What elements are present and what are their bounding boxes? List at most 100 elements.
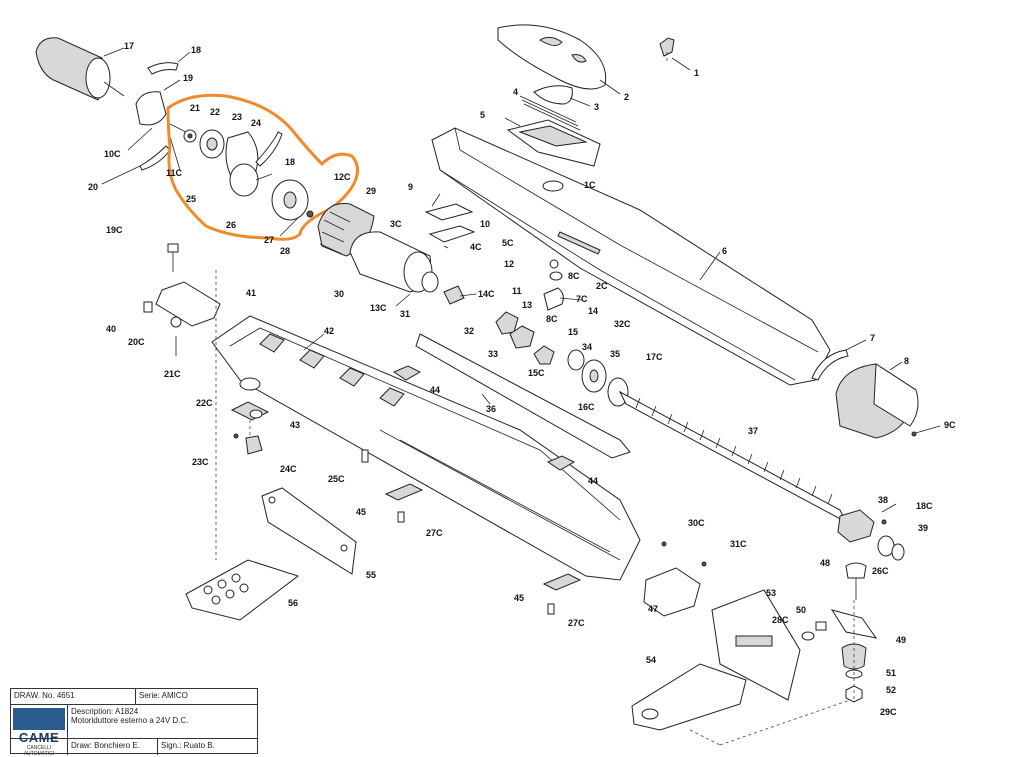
label-32c: 32C: [614, 319, 631, 329]
label-25: 25: [186, 194, 196, 204]
label-35: 35: [610, 349, 620, 359]
label-8: 8: [904, 356, 909, 366]
label-18c: 18C: [916, 501, 933, 511]
label-8c-b: 8C: [546, 314, 558, 324]
label-30c: 30C: [688, 518, 705, 528]
highlight-outline: [166, 93, 359, 241]
label-42: 42: [324, 326, 334, 336]
label-45a: 45: [356, 507, 366, 517]
label-21: 21: [190, 103, 200, 113]
label-25c: 25C: [328, 474, 345, 484]
label-23: 23: [232, 112, 242, 122]
part-25-26: [229, 163, 309, 221]
logo-subtitle: CANCELLI AUTOMATICI: [23, 745, 55, 757]
part-21-22: [169, 123, 197, 143]
label-16c: 16C: [578, 402, 595, 412]
label-12c: 12C: [334, 172, 351, 182]
label-1: 1: [694, 68, 699, 78]
logo-text: CAME: [18, 730, 60, 745]
part-23c-24c: [233, 420, 263, 455]
description-label: Description: A1824: [71, 707, 139, 716]
label-4: 4: [513, 87, 518, 97]
label-2c: 2C: [596, 281, 608, 291]
label-11c: 11C: [166, 168, 183, 178]
label-26c: 26C: [872, 566, 889, 576]
part-rail-36: [415, 333, 631, 459]
label-34: 34: [582, 342, 592, 352]
drawn-by: Draw: Bonchiero E.: [67, 739, 157, 755]
part-half-ring-18: [147, 51, 191, 75]
label-19: 19: [183, 73, 193, 83]
label-3: 3: [594, 102, 599, 112]
part-foot-54: [631, 663, 851, 746]
label-27: 27: [264, 235, 274, 245]
label-3c: 3C: [390, 219, 402, 229]
part-screw-9c: [911, 425, 941, 437]
part-45-27c-b: [542, 573, 582, 615]
label-23c: 23C: [192, 457, 209, 467]
part-plate-55: [261, 487, 357, 575]
part-bell-30: [349, 231, 433, 293]
part-screw-25c: [361, 449, 369, 463]
label-15: 15: [568, 327, 578, 337]
label-2: 2: [624, 92, 629, 102]
part-51-52-29c: [841, 600, 867, 703]
part-key-1: [659, 37, 691, 71]
part-spring-4: [519, 95, 581, 131]
part-45-27c-a: [384, 483, 424, 523]
label-1c: 1C: [584, 180, 596, 190]
label-56: 56: [288, 598, 298, 608]
draw-number: DRAW. No. 4651: [14, 691, 75, 700]
label-45b: 45: [514, 593, 524, 603]
label-54: 54: [646, 655, 656, 665]
part-gears-32-33: [495, 311, 555, 365]
part-bracket-9: [424, 193, 474, 221]
part-bracket-10: [428, 225, 476, 249]
label-29c: 29C: [880, 707, 897, 717]
label-18a: 18: [191, 45, 201, 55]
label-31: 31: [400, 309, 410, 319]
label-9: 9: [408, 182, 413, 192]
label-55: 55: [366, 570, 376, 580]
label-37: 37: [748, 426, 758, 436]
label-44a: 44: [430, 385, 440, 395]
label-17: 17: [124, 41, 134, 51]
title-row-2: Description: A1824 Motoriduttore esterno…: [11, 705, 257, 739]
part-bearing-23: [199, 129, 225, 159]
label-38: 38: [878, 495, 888, 505]
logo-mark: [13, 708, 65, 730]
description-text: Motoriduttore esterno a 24V D.C.: [71, 716, 189, 725]
part-lead-screw-37: [618, 390, 848, 524]
label-24: 24: [251, 118, 261, 128]
part-nut-38-39: [837, 503, 905, 561]
part-plate-56: [185, 420, 300, 621]
label-14c: 14C: [478, 289, 495, 299]
label-47: 47: [648, 604, 658, 614]
label-29: 29: [366, 186, 376, 196]
label-26: 26: [226, 220, 236, 230]
part-blocks-44: [392, 365, 576, 471]
label-8c-a: 8C: [568, 271, 580, 281]
label-30: 30: [334, 289, 344, 299]
part-3: [533, 85, 591, 107]
label-24c: 24C: [280, 464, 297, 474]
part-flange-19: [135, 79, 181, 126]
came-logo: CAME CANCELLI AUTOMATICI: [13, 708, 65, 757]
title-row-1: DRAW. No. 4651 Serie: AMICO: [11, 689, 257, 705]
label-20c: 20C: [128, 337, 145, 347]
label-51: 51: [886, 668, 896, 678]
label-6: 6: [722, 246, 727, 256]
part-frame-5: [504, 117, 601, 167]
signed-by: Sign.: Ruato B.: [157, 739, 257, 755]
label-31c: 31C: [730, 539, 747, 549]
part-plate-53: [711, 589, 801, 701]
part-bolt-19c: [167, 243, 179, 272]
title-block: DRAW. No. 4651 Serie: AMICO Description:…: [10, 688, 258, 757]
label-9c: 9C: [944, 420, 956, 430]
part-outer-housing-6: [431, 127, 831, 386]
label-13c: 13C: [370, 303, 387, 313]
part-31-13c-14c: [395, 271, 477, 307]
label-41: 41: [246, 288, 256, 298]
label-13: 13: [522, 300, 532, 310]
